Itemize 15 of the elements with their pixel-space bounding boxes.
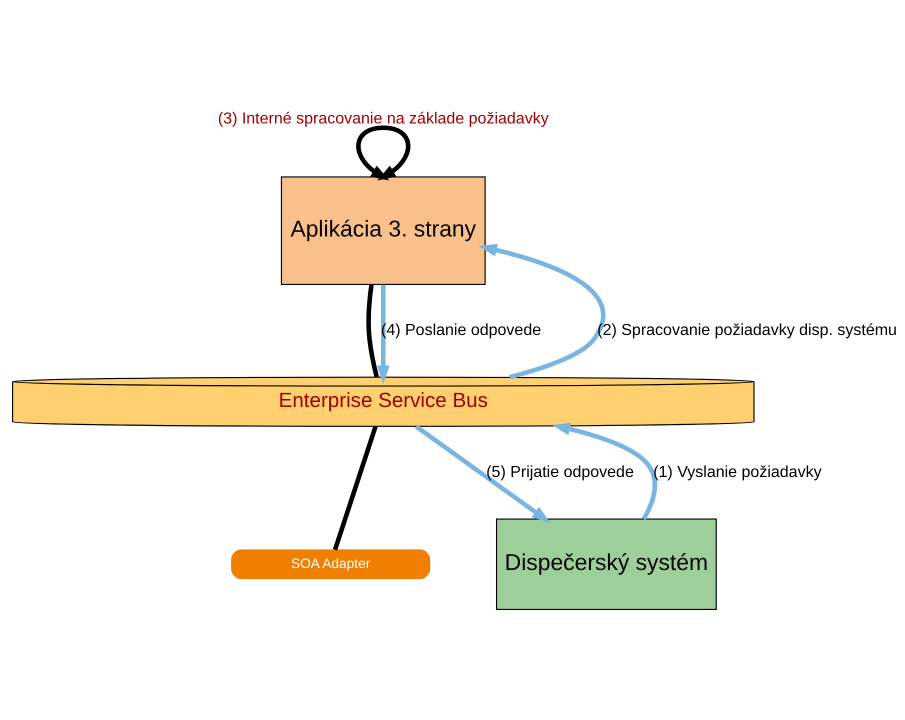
arrow: [376, 284, 390, 384]
node-box: Aplikácia 3. strany: [280, 176, 486, 286]
edge-label: (1) Vyslanie požiadavky: [653, 464, 822, 481]
arrow: [414, 424, 550, 523]
arrow: [478, 244, 606, 380]
arrow: [356, 125, 410, 180]
arrow: [552, 422, 658, 520]
node-box: SOA Adapter: [231, 549, 430, 580]
edge-label: (3) Interné spracovanie na základe požiadavky: [218, 110, 549, 128]
connector: [332, 426, 378, 550]
edge-label: (4) Poslanie odpovede: [381, 322, 542, 340]
edge-label: (5) Prijatie odpovede: [486, 464, 634, 481]
connector: [366, 284, 379, 378]
edge-label: (2) Spracovanie požiadavky disp. systému: [597, 322, 897, 340]
node-box: Dispečerský systém: [496, 518, 717, 610]
